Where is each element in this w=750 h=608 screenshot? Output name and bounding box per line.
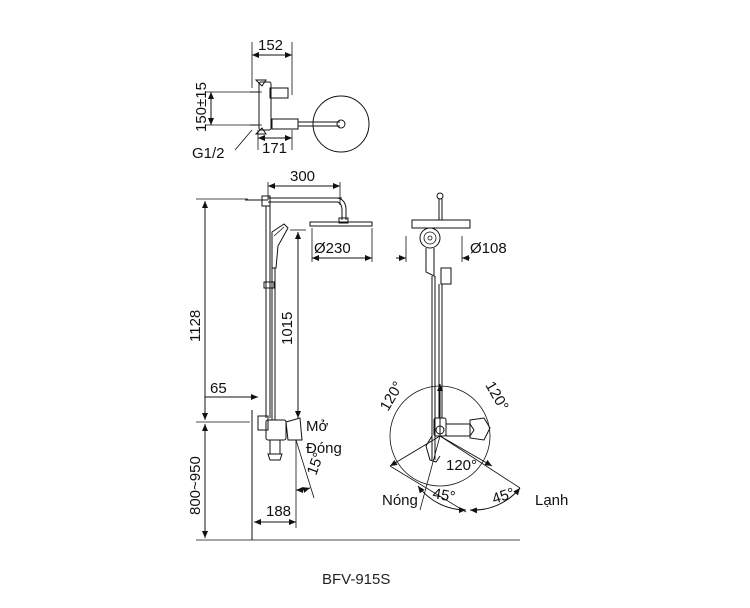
label-cold: Lạnh: [535, 492, 568, 509]
dimension-1128: 1128: [187, 310, 204, 342]
top-view: 152 150±15 171 G1/2: [192, 37, 370, 162]
angle-15: 15°: [304, 450, 328, 477]
angle-120-right: 120°: [482, 379, 512, 414]
dimension-108: Ø108: [470, 240, 507, 257]
angle-45-left: 45°: [431, 485, 456, 506]
front-view: Ø108 120° 120° 120° 45°: [377, 192, 568, 514]
dimension-152: 152: [258, 37, 283, 54]
dimension-171: 171: [262, 140, 287, 157]
label-open: Mở: [306, 418, 328, 435]
label-close: Đóng: [306, 440, 342, 457]
angle-120-left: 120°: [377, 379, 407, 414]
angle-45-right: 45°: [490, 485, 517, 508]
model-name: BFV-915S: [322, 571, 390, 588]
dimension-230: Ø230: [314, 240, 351, 257]
label-hot: Nóng: [382, 492, 418, 509]
dimension-150-15: 150±15: [193, 82, 210, 132]
side-view: 300 Ø230 1015 1128 65: [187, 168, 520, 541]
dimension-300: 300: [290, 168, 315, 185]
dimension-65: 65: [210, 380, 227, 397]
angle-120-bottom: 120°: [446, 457, 477, 474]
dimension-1015: 1015: [279, 312, 296, 345]
dimension-800-950: 800~950: [187, 456, 204, 515]
thread-label: G1/2: [192, 145, 225, 162]
dimension-188: 188: [266, 503, 291, 520]
